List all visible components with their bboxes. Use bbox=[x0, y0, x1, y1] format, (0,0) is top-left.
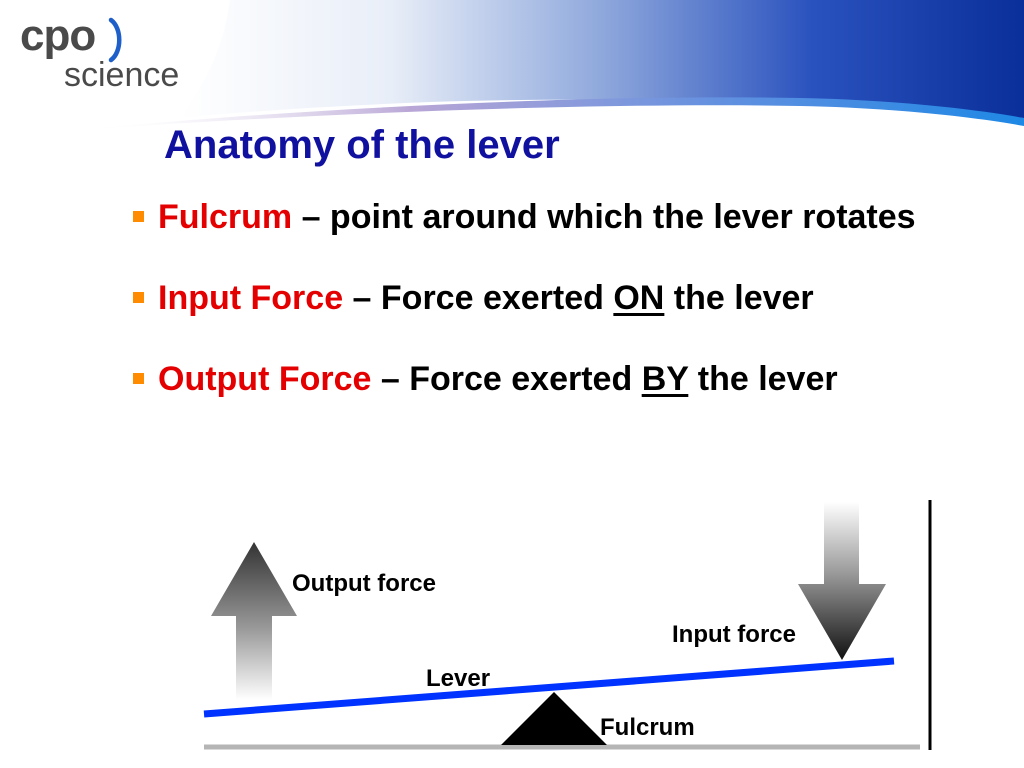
bullet-marker-icon bbox=[133, 211, 144, 222]
lever-bar bbox=[203, 657, 895, 718]
bullet-fulcrum: Fulcrum – point around which the lever r… bbox=[130, 196, 990, 239]
output-force-arrow-icon bbox=[211, 542, 297, 700]
emphasis-on: ON bbox=[613, 279, 665, 317]
emphasis-by: BY bbox=[641, 360, 689, 398]
fulcrum-label: Fulcrum bbox=[600, 714, 695, 741]
term-input-force: Input Force bbox=[158, 279, 344, 317]
input-force-arrow-icon bbox=[798, 502, 886, 660]
output-force-label: Output force bbox=[292, 570, 436, 597]
bullet-output-force: Output Force – Force exerted BY the leve… bbox=[130, 358, 990, 401]
bullet-list: Fulcrum – point around which the lever r… bbox=[130, 196, 990, 401]
fulcrum-definition: – point around which the lever rotates bbox=[292, 198, 916, 236]
input-force-label: Input force bbox=[672, 621, 796, 648]
logo-swoosh-icon bbox=[108, 17, 122, 63]
logo-cpo-text: cpo bbox=[20, 11, 96, 60]
output-force-definition-end: the lever bbox=[688, 360, 838, 398]
bullet-marker-icon bbox=[133, 373, 144, 384]
input-force-definition-start: – Force exerted bbox=[343, 279, 614, 317]
header-banner bbox=[80, 0, 1024, 130]
fulcrum-triangle-icon bbox=[501, 692, 607, 745]
bullet-marker-icon bbox=[133, 292, 144, 303]
lever-diagram: Output force Input force Lever Fulcrum bbox=[203, 500, 932, 750]
lever-label: Lever bbox=[426, 665, 490, 692]
bullet-input-force: Input Force – Force exerted ON the lever bbox=[130, 277, 990, 320]
slide-title: Anatomy of the lever bbox=[164, 123, 560, 167]
logo-science-text: science bbox=[64, 56, 180, 94]
term-output-force: Output Force bbox=[158, 360, 372, 398]
cpo-science-logo: cpo science bbox=[20, 14, 200, 94]
term-fulcrum: Fulcrum bbox=[158, 198, 293, 236]
output-force-definition-start: – Force exerted bbox=[371, 360, 642, 398]
input-force-definition-end: the lever bbox=[664, 279, 814, 317]
